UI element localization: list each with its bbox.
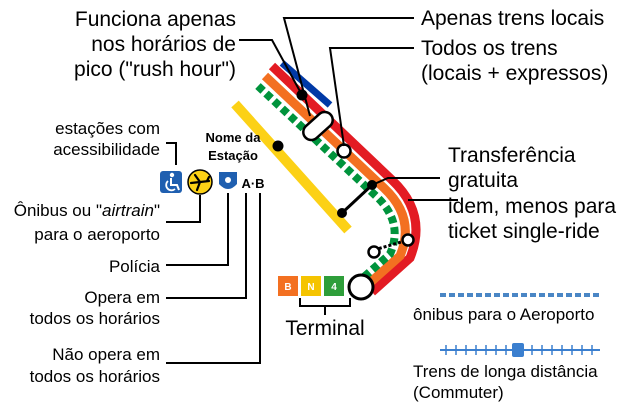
all-trains-line2: (locais + expressos) <box>421 62 608 85</box>
airport-bus-line2: para o aeroporto <box>34 225 160 244</box>
transfer-except-dot-b <box>401 233 415 247</box>
transfer-except-line2: ticket single-ride <box>448 220 600 243</box>
terminal-circle <box>347 273 375 301</box>
rush-hour-line1: Funciona apenas <box>75 8 236 31</box>
badge-4-label: 4 <box>331 282 337 293</box>
free-transfer-line2: gratuita <box>448 169 518 192</box>
green-line <box>255 83 399 287</box>
commuter-legend-line1: Trens de longa distância <box>413 362 598 381</box>
express-station-pill <box>302 110 334 142</box>
badge-4 <box>324 276 344 296</box>
rush-station-dot <box>272 140 284 152</box>
badge-b <box>278 276 298 296</box>
red-line <box>268 62 421 296</box>
station-symbols <box>160 169 237 195</box>
police-label: Polícia <box>109 257 161 276</box>
airplane-icon <box>187 169 213 195</box>
not-all-times-line1: Não opera em <box>52 345 160 364</box>
not-all-times-line2: todos os horários <box>30 367 160 386</box>
leader-lines <box>166 17 458 364</box>
accessibility-icon <box>160 171 182 193</box>
orange-line <box>261 72 410 292</box>
accessible-line1: estações com <box>55 119 160 138</box>
station-circle <box>336 143 352 159</box>
airport-bus-part3: " <box>154 201 160 220</box>
airport-bus-airtrain: airtrain <box>102 201 154 220</box>
airport-bus-line1: Ônibus ou "airtrain" <box>14 201 160 220</box>
yellow-line <box>231 100 352 234</box>
free-transfer-link <box>340 183 374 215</box>
accessible-line2: acessibilidade <box>53 140 160 159</box>
route-lines <box>231 60 421 296</box>
local-only-label: Apenas trens locais <box>421 7 604 30</box>
commuter-legend-line <box>440 343 600 357</box>
transfer-except-line1: idem, menos para <box>448 195 616 218</box>
all-times-line2: todos os horários <box>30 309 160 328</box>
free-transfer-line1: Transferência <box>448 144 576 167</box>
police-badge-icon <box>219 172 237 189</box>
badge-b-label: B <box>284 282 291 293</box>
rush-hour-line3: pico ("rush hour") <box>74 58 236 81</box>
rush-hour-line2: nos horários de <box>91 33 236 56</box>
airport-bus-legend-label: ônibus para o Aeroporto <box>413 305 594 324</box>
airport-bus-part1: Ônibus ou " <box>14 201 102 220</box>
all-times-line1: Opera em <box>84 288 160 307</box>
badge-n <box>301 276 321 296</box>
transfer-dot-a <box>337 208 347 218</box>
commuter-legend-line2: (Commuter) <box>413 383 504 402</box>
terminal-label: Terminal <box>285 317 364 340</box>
station-name-line1: Nome da <box>206 130 262 145</box>
all-trains-line1: Todos os trens <box>421 37 558 60</box>
terminal-badges: B N 4 <box>278 276 344 296</box>
transfer-except-dot-a <box>367 245 381 259</box>
station-name-line2: Estação <box>208 148 258 163</box>
blue-line <box>279 60 333 108</box>
commuter-station-marker <box>512 343 524 357</box>
station-letters: A·B <box>241 176 264 191</box>
labels: Funciona apenas nos horários de pico ("r… <box>14 7 617 402</box>
badge-n-label: N <box>307 282 314 293</box>
line-stations <box>272 89 415 301</box>
